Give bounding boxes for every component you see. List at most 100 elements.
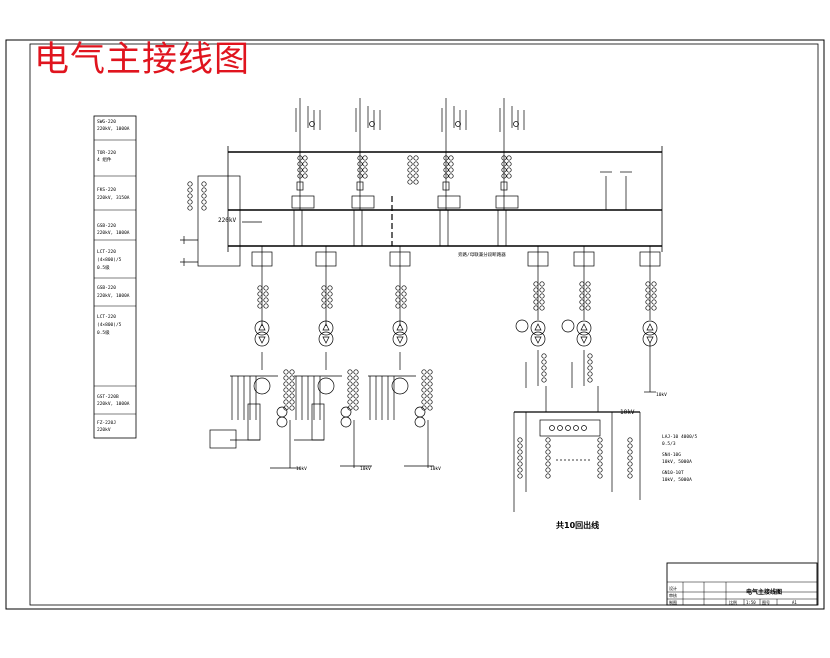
table-cell-5-line2: (4×800)/5 [97,257,122,263]
ct-icon [557,425,563,431]
ct-icon [407,155,413,161]
ct-icon [587,377,593,383]
title-block-row-2: 审核 [669,592,677,598]
ct-icon [289,375,295,381]
ct-icon [289,387,295,393]
svg-text:10kV, 5000A: 10kV, 5000A [662,459,692,465]
ct-icon [579,299,585,305]
transformer-icon [576,320,592,336]
ct-icon [448,173,454,179]
ct-icon [362,161,368,167]
ct-icon [587,365,593,371]
delta-icon [258,323,266,331]
ct-icon [407,173,413,179]
ct-icon [627,467,633,473]
title-block-sheet-value: A1 [792,600,797,605]
ct-icon [517,455,523,461]
svg-text:10kV, 5000A: 10kV, 5000A [662,477,692,483]
ct-icon [597,449,603,455]
svg-text:0.5/3: 0.5/3 [662,441,676,447]
ct-icon [443,155,449,161]
ct-icon [443,161,449,167]
voltage-label-10kv-4: 10kV [656,392,667,398]
ct-icon [347,393,353,399]
ct-icon [257,291,263,297]
title-block-row-3: 制图 [669,599,677,605]
ct-icon [427,387,433,393]
ct-icon [517,449,523,455]
ct-icon [585,293,591,299]
ct-icon [407,161,413,167]
ct-icon [357,161,363,167]
svg-text:LAJ-10 4000/5: LAJ-10 4000/5 [662,434,698,440]
transformer-icon [254,331,270,347]
title-block-scale-label: 比例 [729,599,737,605]
ct-icon [283,387,289,393]
ct-icon [347,375,353,381]
ct-icon [427,375,433,381]
ct-icon [321,297,327,303]
ct-icon [533,299,539,305]
ct-icon [263,303,269,309]
table-cell-6-line2: 220kV, 1000A [97,293,130,299]
ct-icon [579,305,585,311]
ct-icon [201,181,207,187]
ct-icon [427,393,433,399]
ct-icon [597,443,603,449]
ct-icon [395,297,401,303]
ct-icon [257,297,263,303]
transformer-icon [642,320,658,336]
table-cell-6-line1: GSB-220 [97,285,116,291]
table-cell-9-line2: 220kV [97,427,111,433]
current-transformer-icon [515,319,529,333]
delta-icon [534,323,542,331]
transformer-icon [530,320,546,336]
ct-icon [579,293,585,299]
ct-icon [541,365,547,371]
ct-icon [501,167,507,173]
ct-icon [597,437,603,443]
disconnector-group [495,195,519,209]
ct-icon [327,303,333,309]
ct-icon [427,381,433,387]
ct-icon [585,299,591,305]
bus-voltage-label: 220kV [218,217,236,224]
ct-icon [549,425,555,431]
ct-icon [289,381,295,387]
switchgear-ct-stacks [517,425,633,479]
transformer-bays-left [209,246,434,469]
callout-box [209,429,237,449]
ct-icon [353,375,359,381]
ct-icon [283,405,289,411]
ct-icon [573,425,579,431]
ct-icon [506,161,512,167]
table-cell-8-line1: GST-220B [97,394,119,400]
ct-icon [506,173,512,179]
ct-icon [597,455,603,461]
table-cell-2-line2: 4 组件 [97,156,112,163]
outer-border [5,39,825,610]
switchgear-10kv [513,386,641,512]
ct-icon [357,155,363,161]
ct-icon [257,303,263,309]
ct-icon [302,155,308,161]
voltage-label-10kv-3: 10kV [430,466,441,472]
ct-icon [257,285,263,291]
ct-icon [347,399,353,405]
ct-icon [327,297,333,303]
transformer-icon [276,416,288,428]
ct-icon [645,305,651,311]
delta-icon [322,336,330,344]
ct-icon [421,399,427,405]
ct-icon [321,303,327,309]
ct-icon [541,377,547,383]
transformer-icon [318,320,334,336]
ct-icon [201,187,207,193]
table-cell-1-line2: 220kV, 1000A [97,126,130,132]
ct-icon [539,305,545,311]
ct-icon [347,387,353,393]
voltage-label-10kv-2: 10kV [360,466,371,472]
ct-icon [545,437,551,443]
ct-icon [421,393,427,399]
ct-icon [353,387,359,393]
